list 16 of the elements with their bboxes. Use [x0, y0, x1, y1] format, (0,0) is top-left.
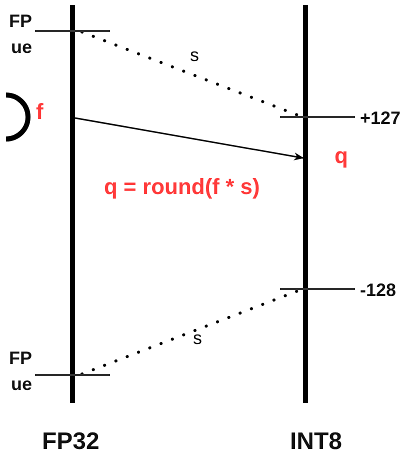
tick-mark [280, 288, 355, 290]
formula-label: q = round(f * s) [104, 174, 260, 200]
value-label: f [36, 100, 75, 124]
range-label: -128 [360, 280, 398, 300]
range-label: FP ue [8, 347, 32, 396]
tick-mark [35, 30, 110, 32]
axis-label: FP32 [42, 428, 100, 456]
axis-label: INT8 [290, 428, 342, 456]
range-label: FP ue [8, 10, 32, 59]
value-label: q [303, 144, 348, 168]
tick-mark [35, 374, 110, 376]
range-label: +127 [360, 108, 402, 128]
edge-label: s [193, 328, 202, 349]
edge-label: s [190, 45, 199, 66]
tick-mark [280, 116, 355, 118]
arrow [74, 117, 304, 160]
